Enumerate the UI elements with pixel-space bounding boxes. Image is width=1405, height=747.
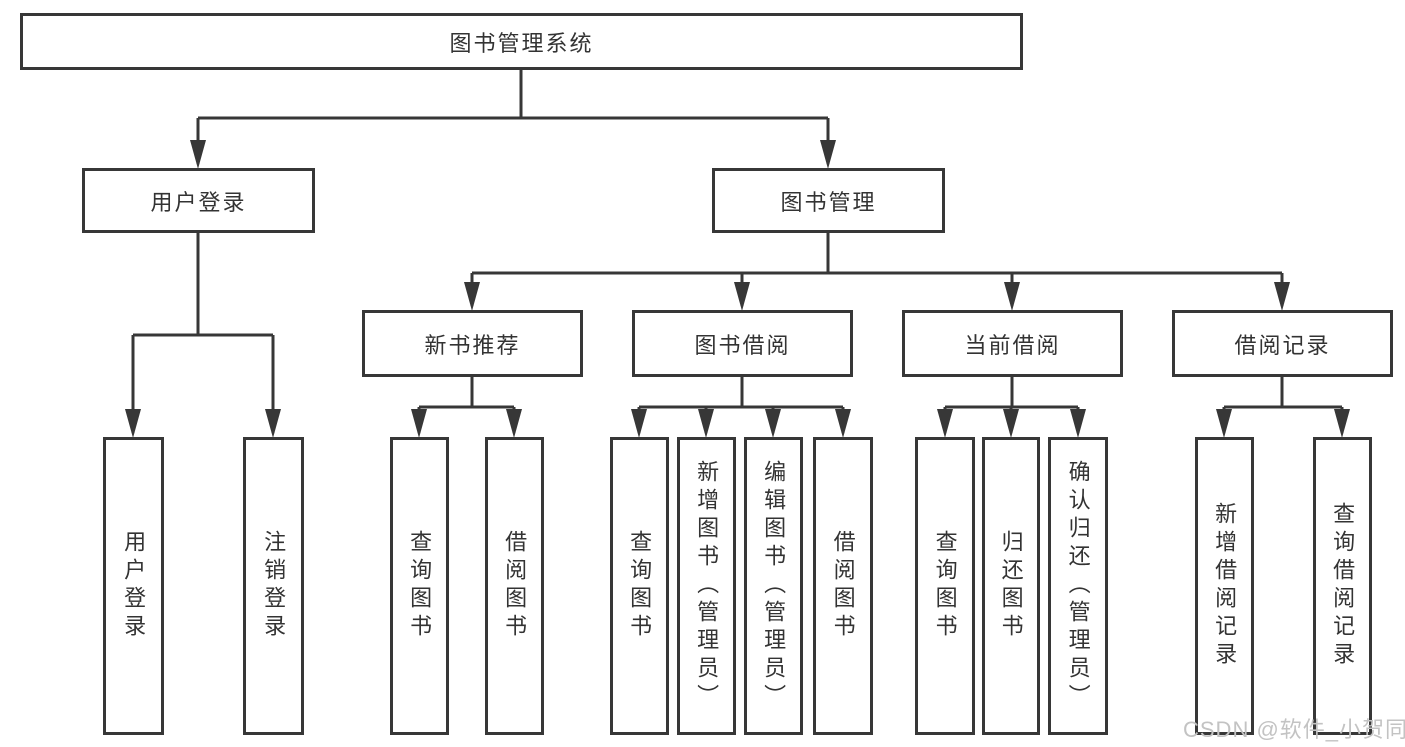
arrowhead-icon <box>937 409 953 438</box>
arrowhead-icon <box>125 409 141 438</box>
leaf-add-book-admin-label: 新增图书（管理员） <box>694 460 720 712</box>
leaf-query-books-current-label: 查询图书 <box>932 530 958 642</box>
arrowhead-icon <box>631 409 647 438</box>
node-library-system: 图书管理系统 <box>20 13 1023 70</box>
connector-borrow-records <box>1222 376 1344 433</box>
arrowhead-icon <box>265 409 281 438</box>
csdn-watermark: CSDN @软件_小贺同学 <box>1183 717 1405 742</box>
arrowhead-icon <box>1070 409 1086 438</box>
node-borrow-records: 借阅记录 <box>1172 310 1393 377</box>
leaf-query-books-borrowing-label: 查询图书 <box>627 530 653 642</box>
leaf-query-borrow-record-label: 查询借阅记录 <box>1330 502 1356 670</box>
leaf-borrow-books-borrowing-label: 借阅图书 <box>830 530 856 642</box>
node-book-management: 图书管理 <box>712 168 945 233</box>
node-book-borrowing: 图书借阅 <box>632 310 853 377</box>
arrowhead-icon <box>698 409 714 438</box>
arrowhead-icon <box>190 140 206 169</box>
leaf-add-borrow-record-label: 新增借阅记录 <box>1212 502 1238 670</box>
arrowhead-icon <box>1274 282 1290 311</box>
connector-user-login <box>131 232 275 433</box>
arrowhead-icon <box>765 409 781 438</box>
leaf-query-books-current: 查询图书 <box>915 437 975 735</box>
connector-new-book-recommend <box>417 376 516 433</box>
leaf-user-login: 用户登录 <box>103 437 164 735</box>
arrowhead-icon <box>734 282 750 311</box>
leaf-query-books-recommend: 查询图书 <box>390 437 449 735</box>
node-user-login: 用户登录 <box>82 168 315 233</box>
leaf-confirm-return-admin-label: 确认归还（管理员） <box>1065 460 1091 712</box>
leaf-query-books-recommend-label: 查询图书 <box>407 530 433 642</box>
node-current-borrowing: 当前借阅 <box>902 310 1123 377</box>
leaf-logout-label: 注销登录 <box>261 530 287 642</box>
node-new-book-recommend: 新书推荐 <box>362 310 583 377</box>
arrowhead-icon <box>1334 409 1350 438</box>
arrowhead-icon <box>1216 409 1232 438</box>
leaf-logout: 注销登录 <box>243 437 304 735</box>
connector-book-borrowing <box>637 376 845 433</box>
arrowhead-icon <box>464 282 480 311</box>
leaf-borrow-books-recommend: 借阅图书 <box>485 437 544 735</box>
leaf-return-books-label: 归还图书 <box>998 530 1024 642</box>
connector-book-management <box>470 232 1284 306</box>
leaf-borrow-books-recommend-label: 借阅图书 <box>502 530 528 642</box>
leaf-add-borrow-record: 新增借阅记录 <box>1195 437 1254 735</box>
arrowhead-icon <box>1003 409 1019 438</box>
leaf-edit-book-admin: 编辑图书（管理员） <box>744 437 803 735</box>
arrowhead-icon <box>820 140 836 169</box>
leaf-user-login-label: 用户登录 <box>121 530 147 642</box>
leaf-query-books-borrowing: 查询图书 <box>610 437 669 735</box>
leaf-edit-book-admin-label: 编辑图书（管理员） <box>761 460 787 712</box>
leaf-add-book-admin: 新增图书（管理员） <box>677 437 736 735</box>
arrowhead-icon <box>835 409 851 438</box>
arrowhead-icon <box>1004 282 1020 311</box>
arrowhead-icon <box>506 409 522 438</box>
leaf-query-borrow-record: 查询借阅记录 <box>1313 437 1372 735</box>
arrowhead-icon <box>411 409 427 438</box>
leaf-return-books: 归还图书 <box>982 437 1040 735</box>
connector-root <box>196 69 830 164</box>
leaf-confirm-return-admin: 确认归还（管理员） <box>1048 437 1108 735</box>
leaf-borrow-books-borrowing: 借阅图书 <box>813 437 873 735</box>
